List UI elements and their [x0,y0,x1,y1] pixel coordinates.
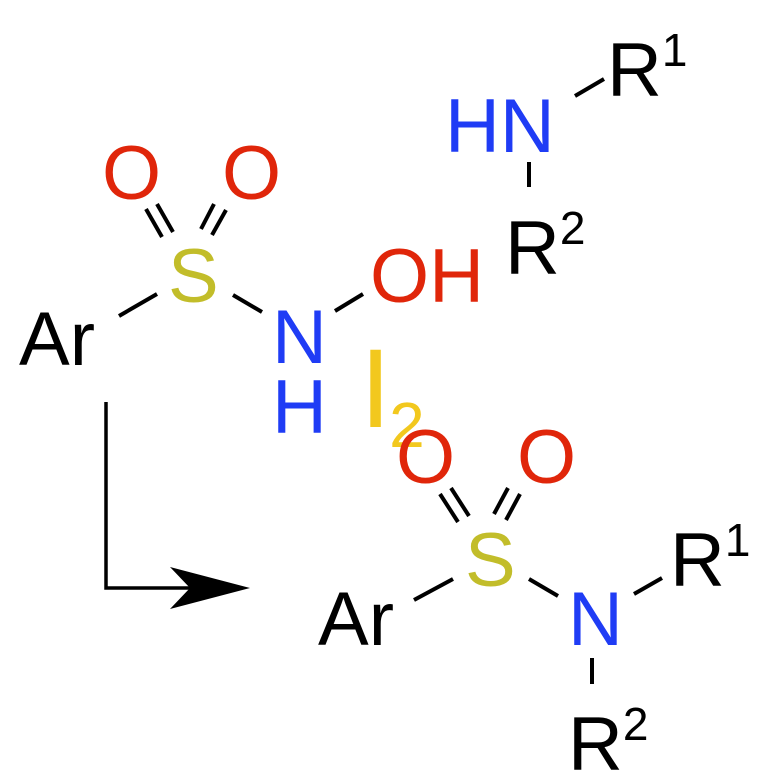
product-s-n-bond [527,577,560,598]
product-oxygen-right: O [517,415,576,500]
product-nitrogen: N [568,577,623,662]
hydroxysulfonamide-reactant: O O S Ar N H OH [19,131,484,450]
reaction-arrow-shaft [104,402,200,590]
iodine-reagent: I2 [360,326,425,461]
amine-hn-label: HN [445,84,555,169]
product-sulfur: S [465,518,516,603]
product-aryl-label: Ar [318,577,394,662]
product-ar-s-bond [413,577,454,602]
iodine-label: I2 [360,326,425,461]
product-s-o-left-bond-a [438,492,460,524]
product-r1-superscript: 1 [725,514,751,566]
iodine-subscript: 2 [389,389,425,461]
reactant-sulfur: S [168,234,219,319]
amine-r2-letter: R [505,206,560,291]
product-r1-letter: R [670,518,725,603]
reactant-oxygen-left: O [102,131,161,216]
product-r1-label: R1 [670,514,750,603]
product-s-o-left-bond-b [449,486,471,518]
reactant-nitrogen: N [272,295,327,380]
reactant-n-o-bond [333,292,365,313]
product-n-r1-bond [633,576,663,596]
reaction-arrow-head [170,567,250,609]
reactant-hydroxyl: OH [370,234,484,319]
amine-r2-label: R2 [505,202,585,291]
product-s-o-right-bond-a [492,487,510,515]
reactant-s-o-left-bond-a [144,208,164,238]
product-s-o-right-bond-b [504,493,522,521]
amine-n-r1-bond [573,77,606,98]
reactant-aryl-label: Ar [19,297,95,382]
amine-r1-superscript: 1 [662,24,688,76]
reactant-s-n-bond [231,293,264,314]
product-r2-letter: R [568,702,623,783]
reaction-arrow [104,402,250,609]
reactant-s-o-right-bond-a [199,203,216,230]
iodine-symbol: I [360,326,391,451]
product-r2-label: R2 [568,698,648,783]
product-oxygen-left: O [396,415,455,500]
amine-r1-letter: R [607,28,662,113]
product-r2-superscript: 2 [623,698,649,750]
reactant-s-o-right-bond-b [210,209,228,236]
reactant-s-o-left-bond-b [155,203,175,233]
sulfonamide-product: O O S Ar N R1 R2 [318,415,750,783]
amine-r1-label: R1 [607,24,687,113]
amine-reagent: HN R1 R2 [445,24,687,291]
reactant-ar-s-bond [117,292,159,318]
reactant-oxygen-right: O [222,131,281,216]
amine-r2-superscript: 2 [560,202,586,254]
reactant-nh-hydrogen: H [272,365,327,450]
